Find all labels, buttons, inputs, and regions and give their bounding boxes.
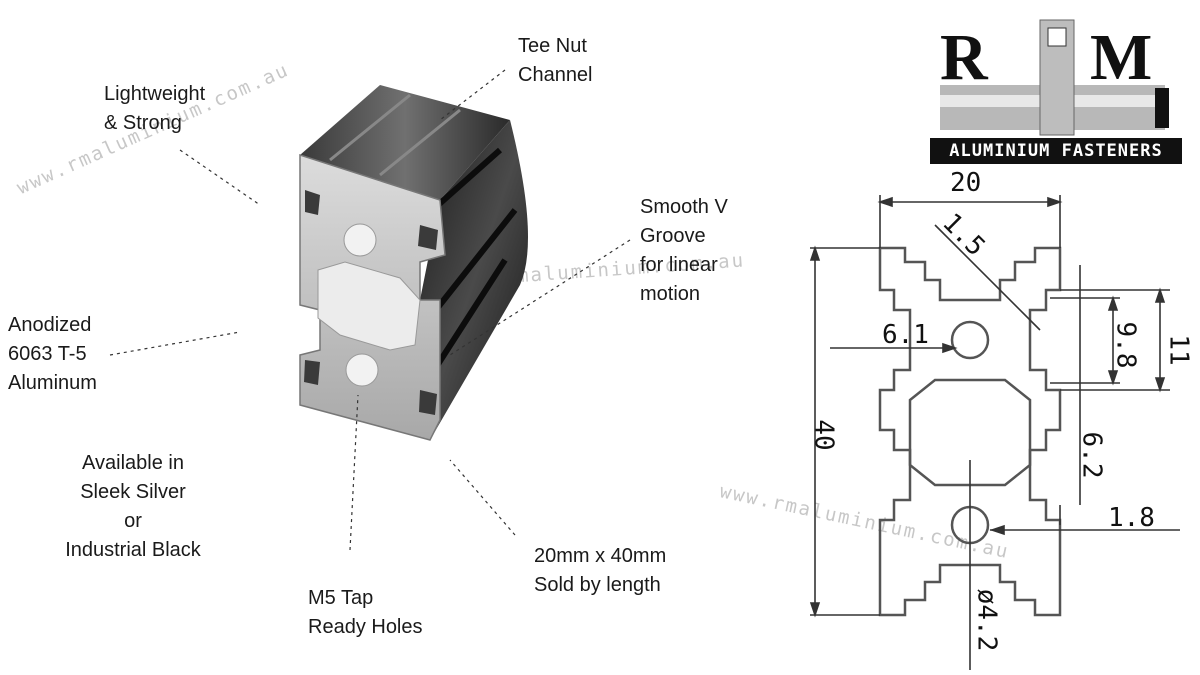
profile-3d [299, 85, 528, 441]
dim-slot-width: 9.8 [1110, 321, 1141, 369]
dim-lip: 1.8 [1108, 503, 1155, 533]
dim-bore: ø4.2 [971, 588, 1002, 652]
callout-available-colors: Available in Sleek Silver or Industrial … [65, 452, 201, 561]
dim-slot-offset: 6.1 [882, 320, 929, 350]
callout-m5-tap: M5 Tap Ready Holes [308, 587, 423, 638]
dim-height: 40 [808, 419, 839, 451]
dim-width: 20 [950, 168, 982, 198]
logo-letter-r: R [940, 21, 989, 94]
dim-slot-depth: 11 [1163, 334, 1194, 366]
logo-letter-m: M [1090, 21, 1154, 94]
dim-center: 6.2 [1076, 431, 1107, 479]
callout-size: 20mm x 40mm Sold by length [534, 545, 667, 596]
callout-tee-nut-channel: Tee Nut Channel [518, 35, 593, 86]
leader-lines [109, 69, 631, 551]
callout-lightweight: Lightweight & Strong [104, 83, 206, 134]
callout-smooth-v-groove: Smooth V Groove for linear motion [640, 196, 728, 305]
logo-graphic [940, 19, 1169, 136]
dimension-lines [809, 195, 1180, 670]
callout-anodized: Anodized 6063 T-5 Aluminum [8, 314, 97, 394]
logo-banner: ALUMINIUM FASTENERS [930, 138, 1182, 164]
